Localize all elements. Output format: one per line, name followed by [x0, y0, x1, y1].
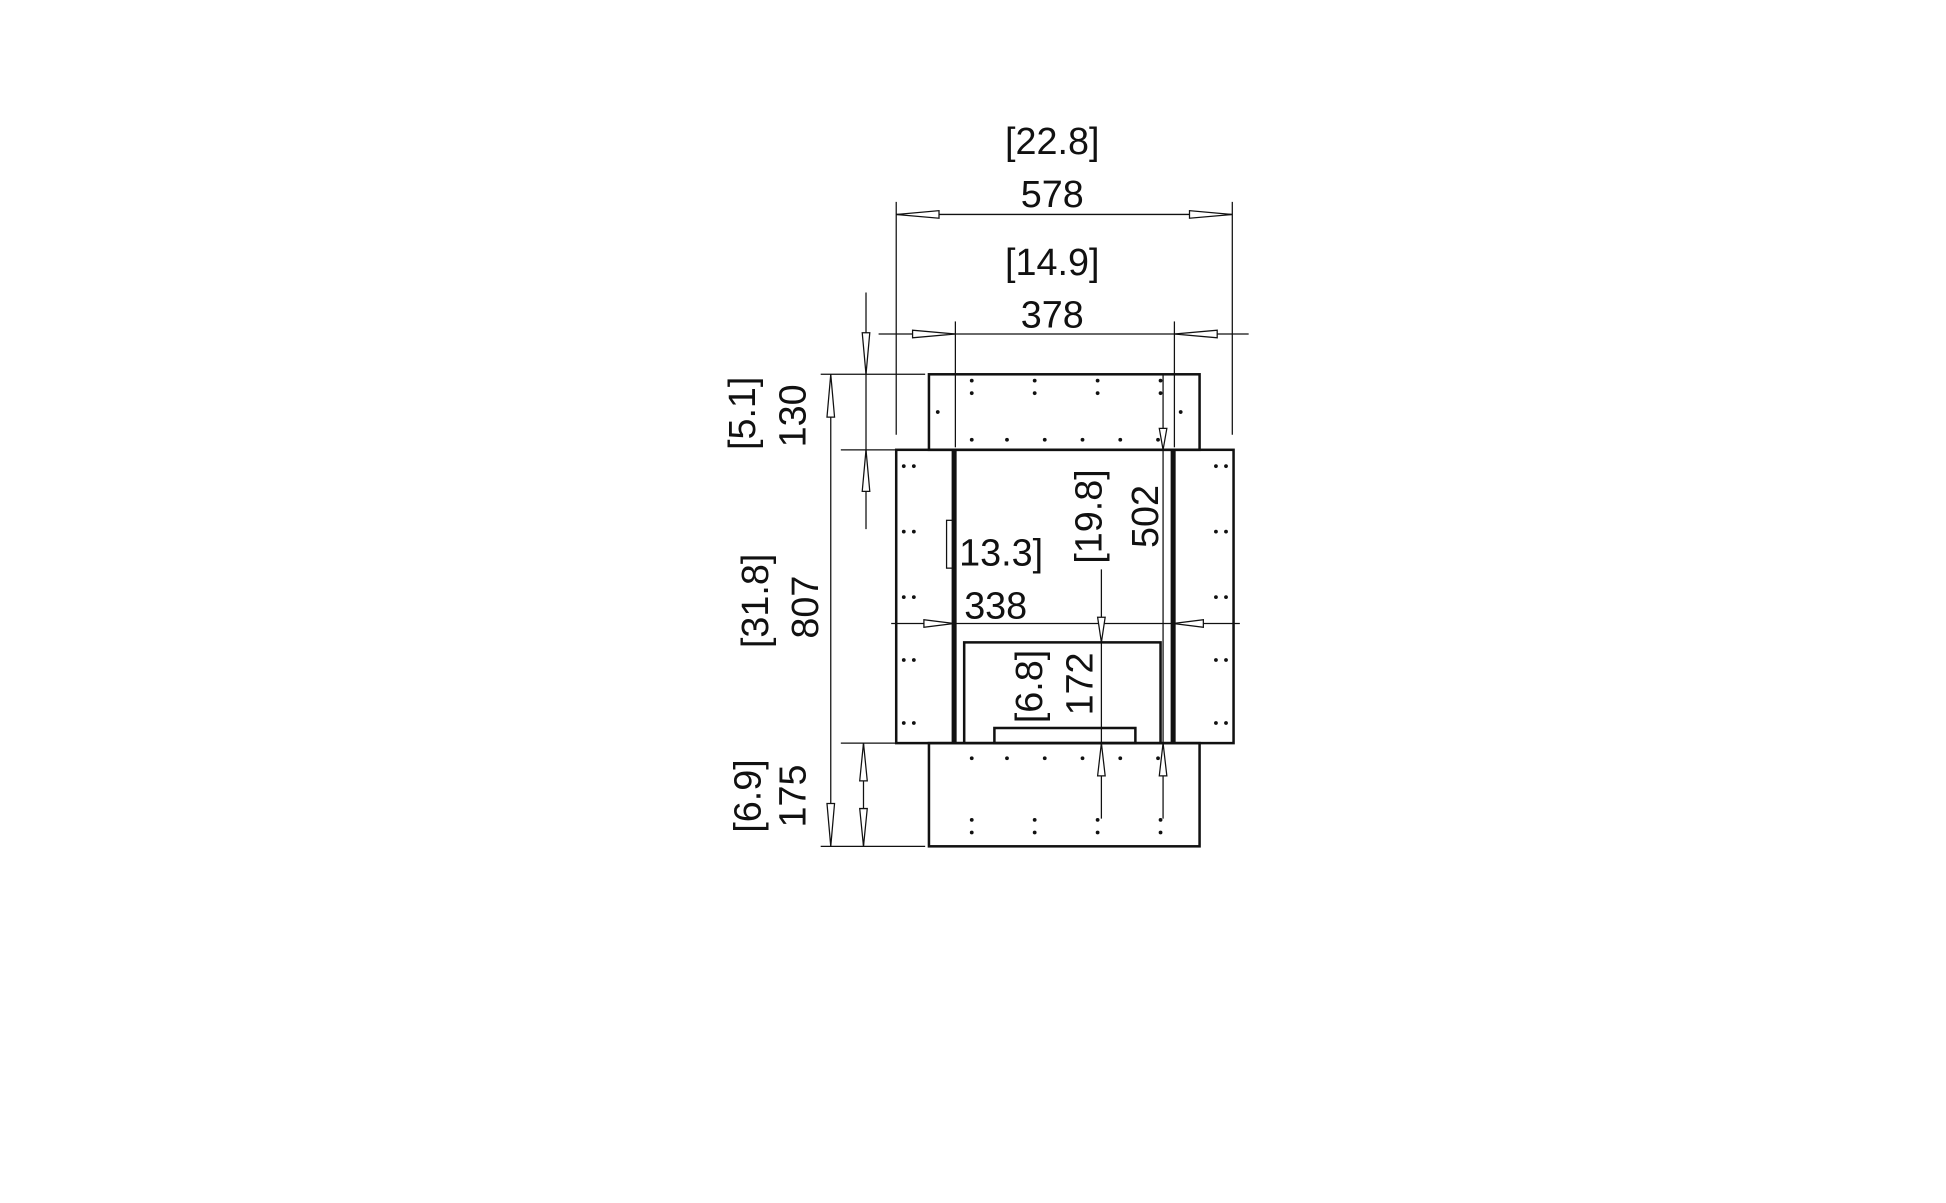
screw-dot: [1214, 658, 1218, 662]
overall-height-mm: 807: [785, 576, 827, 639]
screw-dot: [911, 658, 916, 662]
screw-dot: [1032, 830, 1037, 835]
top-height-inches: 5.1: [722, 387, 764, 439]
screw-dot: [1214, 595, 1218, 599]
overall-height-inches: 31.8: [735, 564, 777, 637]
inner-width-mm: 338: [964, 585, 1027, 627]
svg-text:[6.9]: [6.9]: [727, 759, 769, 832]
screw-dot: [1032, 391, 1037, 396]
screw-dot: [1095, 391, 1100, 396]
inner-width-inches: 13.3: [959, 533, 1032, 575]
fireplace-outline: [894, 373, 1235, 848]
screw-dot: [969, 391, 974, 396]
screw-dot: [1118, 437, 1123, 442]
opening-width-mm: 378: [1021, 295, 1084, 337]
screw-dot: [1118, 756, 1123, 761]
screw-dot: [1158, 830, 1163, 835]
screw-dot: [901, 595, 906, 599]
screw-dot: [1032, 378, 1037, 383]
firebox-height-mm: 172: [1060, 652, 1102, 715]
overall-width-inches: 22.8: [1016, 121, 1089, 163]
screw-dot: [911, 595, 916, 599]
inner-height-mm: 502: [1125, 485, 1167, 548]
screw-dot: [1178, 410, 1183, 414]
screw-dot: [1158, 818, 1163, 822]
screw-dot: [1005, 437, 1009, 442]
screw-dot: [901, 529, 906, 534]
screw-dot: [969, 378, 974, 383]
screw-dot: [911, 721, 916, 725]
overall-width-mm: 578: [1021, 174, 1084, 216]
screw-dot: [1224, 595, 1228, 599]
screw-dot: [911, 529, 916, 534]
base-height-inches: 6.9: [727, 770, 769, 822]
screw-dot: [969, 437, 974, 442]
screw-dot: [911, 464, 916, 469]
firebox-opening: [962, 641, 1162, 744]
screw-dot: [1214, 721, 1218, 725]
screw-dot: [901, 721, 906, 725]
svg-text:[14.9]: [14.9]: [1005, 242, 1099, 284]
screw-dot: [1224, 529, 1228, 534]
svg-text:[22.8]: [22.8]: [1005, 121, 1099, 163]
screw-dot: [1158, 378, 1163, 383]
screw-dot: [1156, 756, 1160, 761]
screw-dot: [901, 464, 906, 469]
screw-dot: [1042, 437, 1047, 442]
screw-dot: [1224, 721, 1228, 725]
firebox-height-inches: 6.8: [1009, 660, 1051, 712]
svg-text:[19.8]: [19.8]: [1068, 469, 1110, 563]
screw-dot: [1095, 830, 1100, 835]
screw-dot: [1214, 464, 1218, 469]
base-height-mm: 175: [773, 764, 815, 827]
screw-dot: [935, 410, 940, 414]
screw-dot: [1095, 378, 1100, 383]
svg-text:[5.1]: [5.1]: [722, 377, 764, 450]
screw-dot: [1224, 464, 1228, 469]
screw-dot: [1032, 818, 1037, 822]
inner-height-inches: 19.8: [1068, 480, 1110, 553]
screw-dot: [969, 818, 974, 822]
top-height-mm: 130: [773, 384, 815, 447]
screw-dot: [1080, 756, 1085, 761]
screw-dot: [1005, 756, 1009, 761]
screw-dot: [1158, 391, 1163, 396]
screw-dot: [1224, 658, 1228, 662]
screw-dot: [969, 830, 974, 835]
screw-dot: [1095, 818, 1100, 822]
screw-dot: [1214, 529, 1218, 534]
svg-text:[6.8]: [6.8]: [1009, 650, 1051, 723]
screw-dot: [901, 658, 906, 662]
screw-dot: [1042, 756, 1047, 761]
svg-text:13.3]: 13.3]: [959, 533, 1043, 575]
opening-width-inches: 14.9: [1016, 242, 1089, 284]
screw-dot: [969, 756, 974, 761]
screw-dot: [1156, 437, 1160, 442]
dimension-labels: [22.8] 578 [14.9] 378 [5.1] 130 [31.8] 8…: [722, 121, 1167, 833]
burner-ledge: [993, 726, 1137, 745]
svg-text:[31.8]: [31.8]: [735, 554, 777, 648]
screw-dot: [1080, 437, 1085, 442]
dimension-lines: [820, 201, 1249, 847]
